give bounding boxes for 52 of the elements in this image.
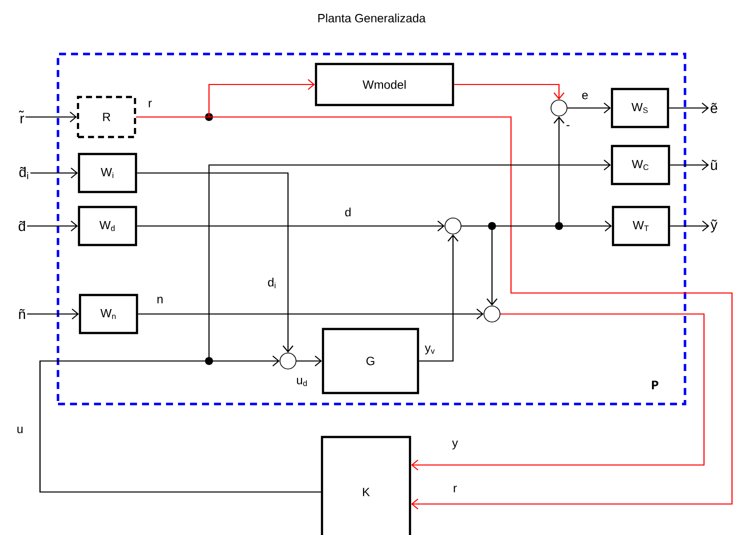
signal-label: ỹ (710, 220, 718, 232)
edge-label: e (582, 92, 588, 100)
block-box: K (320, 436, 412, 535)
connector-arrow (138, 308, 484, 320)
connector-arrow (30, 168, 78, 178)
signal-label: r̃ (18, 110, 24, 124)
block-box: W$_{n}$ (78, 294, 138, 334)
connector-arrow (670, 160, 709, 170)
edge-label: r (454, 486, 457, 492)
signal-label: d̃ (18, 220, 25, 232)
connector-arrow (136, 116, 733, 510)
summing-junction (550, 100, 568, 116)
edge-label: u$_{d}$ (297, 378, 307, 386)
connector-arrow (670, 220, 710, 232)
connector-arrow (27, 308, 79, 320)
connector-arrow (454, 84, 564, 100)
connector-arrow (137, 172, 294, 353)
block-box: W$_{S}$ (610, 88, 670, 128)
connector-arrow (461, 116, 564, 227)
connector-arrow (669, 102, 709, 114)
block-box: W$_{d}$ (78, 206, 138, 246)
signal-label: ñ (19, 308, 26, 319)
edge-label: u (17, 426, 23, 434)
signal-label: d̃$_{i}$ (19, 166, 28, 180)
connector-arrow (27, 220, 78, 232)
edge-label: d$_{i}$ (268, 278, 276, 288)
connector-arrow (411, 313, 705, 470)
block-box: R (76, 96, 136, 138)
block-box: W$_{i}$ (78, 152, 138, 194)
connector-arrow (296, 356, 322, 366)
summing-junction (280, 352, 296, 370)
block-box: W$_{C}$ (610, 144, 670, 186)
edge-label: d (345, 208, 351, 216)
summing-junction (484, 306, 500, 322)
edge-label: y$_{v}$ (424, 346, 435, 354)
summing-junction (444, 218, 462, 234)
connector-arrow (419, 234, 458, 362)
plant-label: P (652, 380, 658, 390)
connector-arrow (137, 220, 445, 232)
connector-arrow (567, 102, 611, 114)
edge-label: y (452, 440, 458, 450)
edge-label: n (157, 296, 163, 304)
frame-title: Planta Generalizada (318, 14, 426, 22)
signal-label: ẽ (710, 102, 718, 114)
block-box: G (322, 328, 420, 394)
block-box: Wmodel (314, 62, 454, 106)
edge-label: - (566, 125, 570, 126)
signal-label: ũ (711, 160, 717, 170)
connector-arrow (26, 112, 77, 122)
edge-label: r (148, 100, 152, 108)
block-box: W$_{T}$ (612, 206, 670, 246)
connector-arrow (39, 160, 611, 493)
